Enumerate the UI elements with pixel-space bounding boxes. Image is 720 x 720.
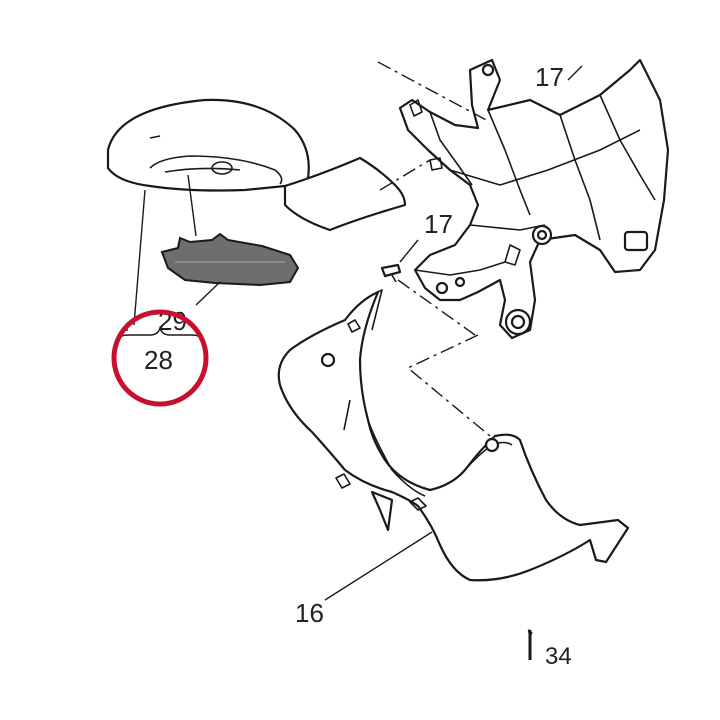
guide-line-mirror-frame [379, 159, 431, 191]
cover-plate-shape [160, 232, 300, 287]
screw-17: 17 [380, 209, 453, 283]
label-fairing-16: 16 [295, 598, 324, 628]
corner-reference-34: 34 [527, 628, 572, 670]
leader-mirror-group [133, 189, 146, 326]
label-mirror-group-28: 28 [144, 345, 173, 375]
guide-line-top-frame [377, 61, 491, 123]
guide-line-screw-b [406, 334, 491, 437]
label-screw-17: 17 [424, 209, 453, 239]
highlight-ring [111, 309, 209, 407]
callout-cover-plate-29: 29 [158, 281, 221, 336]
guide-line-screw [397, 279, 476, 336]
callout-fairing-16: 16 [295, 531, 433, 628]
mirror-assembly [106, 98, 407, 232]
front-subframe [398, 58, 670, 340]
callout-frame-17: 17 [535, 62, 583, 92]
leader-mirror-to-plate [187, 174, 197, 237]
group-brace [117, 325, 203, 341]
cover-plate-29 [160, 232, 300, 287]
label-corner-34: 34 [545, 643, 572, 670]
side-fairing-16 [277, 289, 630, 582]
label-frame-17: 17 [535, 62, 564, 92]
